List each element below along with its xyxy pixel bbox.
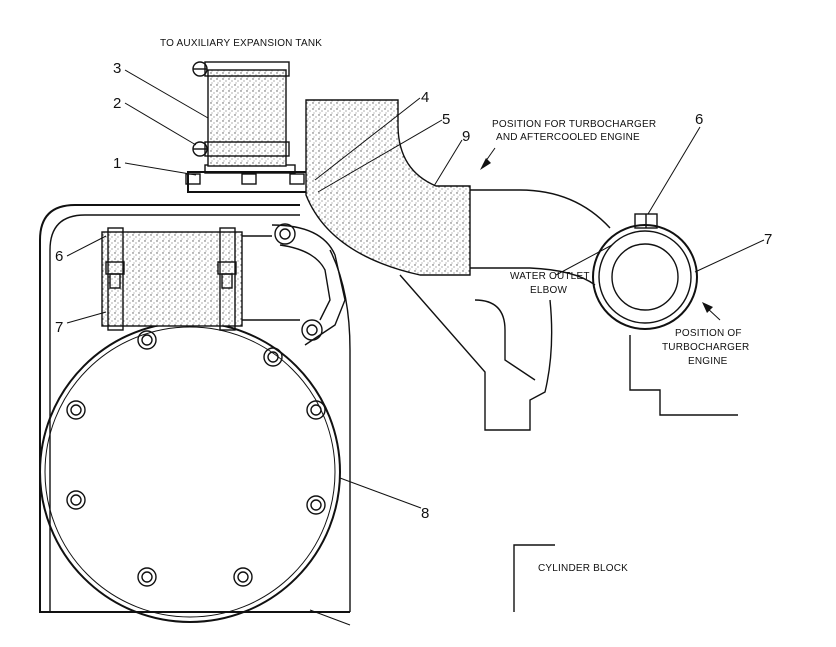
cylinder-block-outline <box>39 204 351 626</box>
position-turbo-label-3: ENGINE <box>688 356 728 367</box>
callout-7-left: 7 <box>55 319 63 336</box>
callout-9: 9 <box>462 128 470 145</box>
leader-lines <box>66 69 765 509</box>
turbo-clamp <box>592 213 698 330</box>
callout-7-right: 7 <box>764 231 772 248</box>
callout-1: 1 <box>113 155 121 172</box>
block-label-frame <box>513 544 555 612</box>
turbo-bracket <box>399 274 738 431</box>
callout-5: 5 <box>442 111 450 128</box>
top-fitting <box>185 164 315 193</box>
side-bracket <box>271 223 346 346</box>
callout-2: 2 <box>113 95 121 112</box>
water-outlet-label-1: WATER OUTLET <box>510 271 590 282</box>
aux-tank-label: TO AUXILIARY EXPANSION TANK <box>160 38 322 49</box>
callout-4: 4 <box>421 89 429 106</box>
callout-6-left: 6 <box>55 248 63 265</box>
callout-8: 8 <box>421 505 429 522</box>
callout-3: 3 <box>113 60 121 77</box>
cylinder-block-label: CYLINDER BLOCK <box>538 563 628 574</box>
water-outlet-elbow <box>305 99 611 286</box>
water-outlet-label-2: ELBOW <box>530 285 567 296</box>
position-turbo-label-2: TURBOCHARGER <box>662 342 749 353</box>
cover-plate <box>39 321 341 623</box>
position-turbo-after-label-1: POSITION FOR TURBOCHARGER <box>492 119 656 130</box>
position-turbo-after-label-2: AND AFTERCOOLED ENGINE <box>496 132 640 143</box>
expansion-hose <box>192 61 290 167</box>
callout-6-right: 6 <box>695 111 703 128</box>
cover-bolts <box>66 330 326 587</box>
side-hose <box>101 227 300 331</box>
position-turbo-label-1: POSITION OF <box>675 328 742 339</box>
